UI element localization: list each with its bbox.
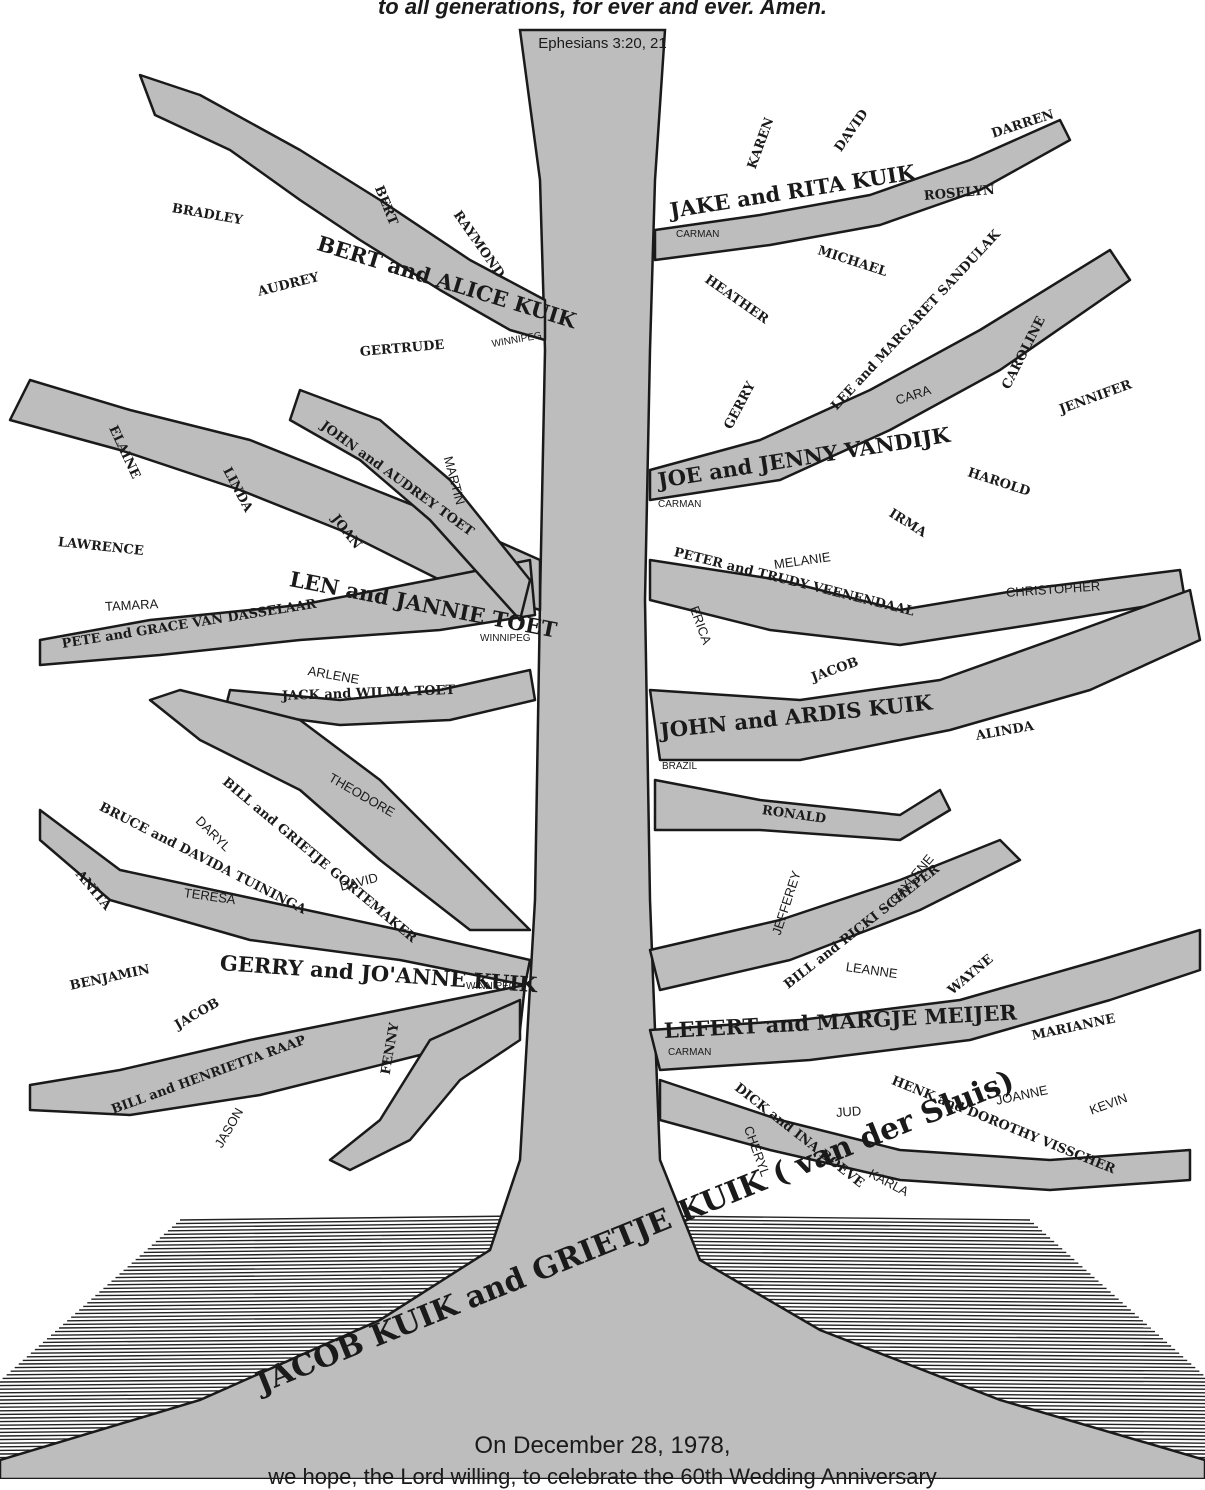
place-joe-jenny: CARMAN xyxy=(658,500,701,510)
place-jake-rita: CARMAN xyxy=(676,230,719,240)
verse-reference: Ephesians 3:20, 21 xyxy=(0,35,1205,52)
place-john-ardis: BRAZIL xyxy=(662,762,697,772)
place-lefert-margje: CARMAN xyxy=(668,1048,711,1058)
bible-verse: to all generations, for ever and ever. A… xyxy=(0,0,1205,20)
anniversary-message-line: we hope, the Lord willing, to celebrate … xyxy=(0,1464,1205,1490)
child-tamara: TAMARA xyxy=(105,597,159,613)
place-len-jannie: WINNIPEG xyxy=(480,634,531,644)
anniversary-date-line: On December 28, 1978, xyxy=(0,1432,1205,1460)
place-gerry-joanne: WINNIPEG xyxy=(466,982,517,992)
child-jud: JUD xyxy=(836,1104,862,1119)
